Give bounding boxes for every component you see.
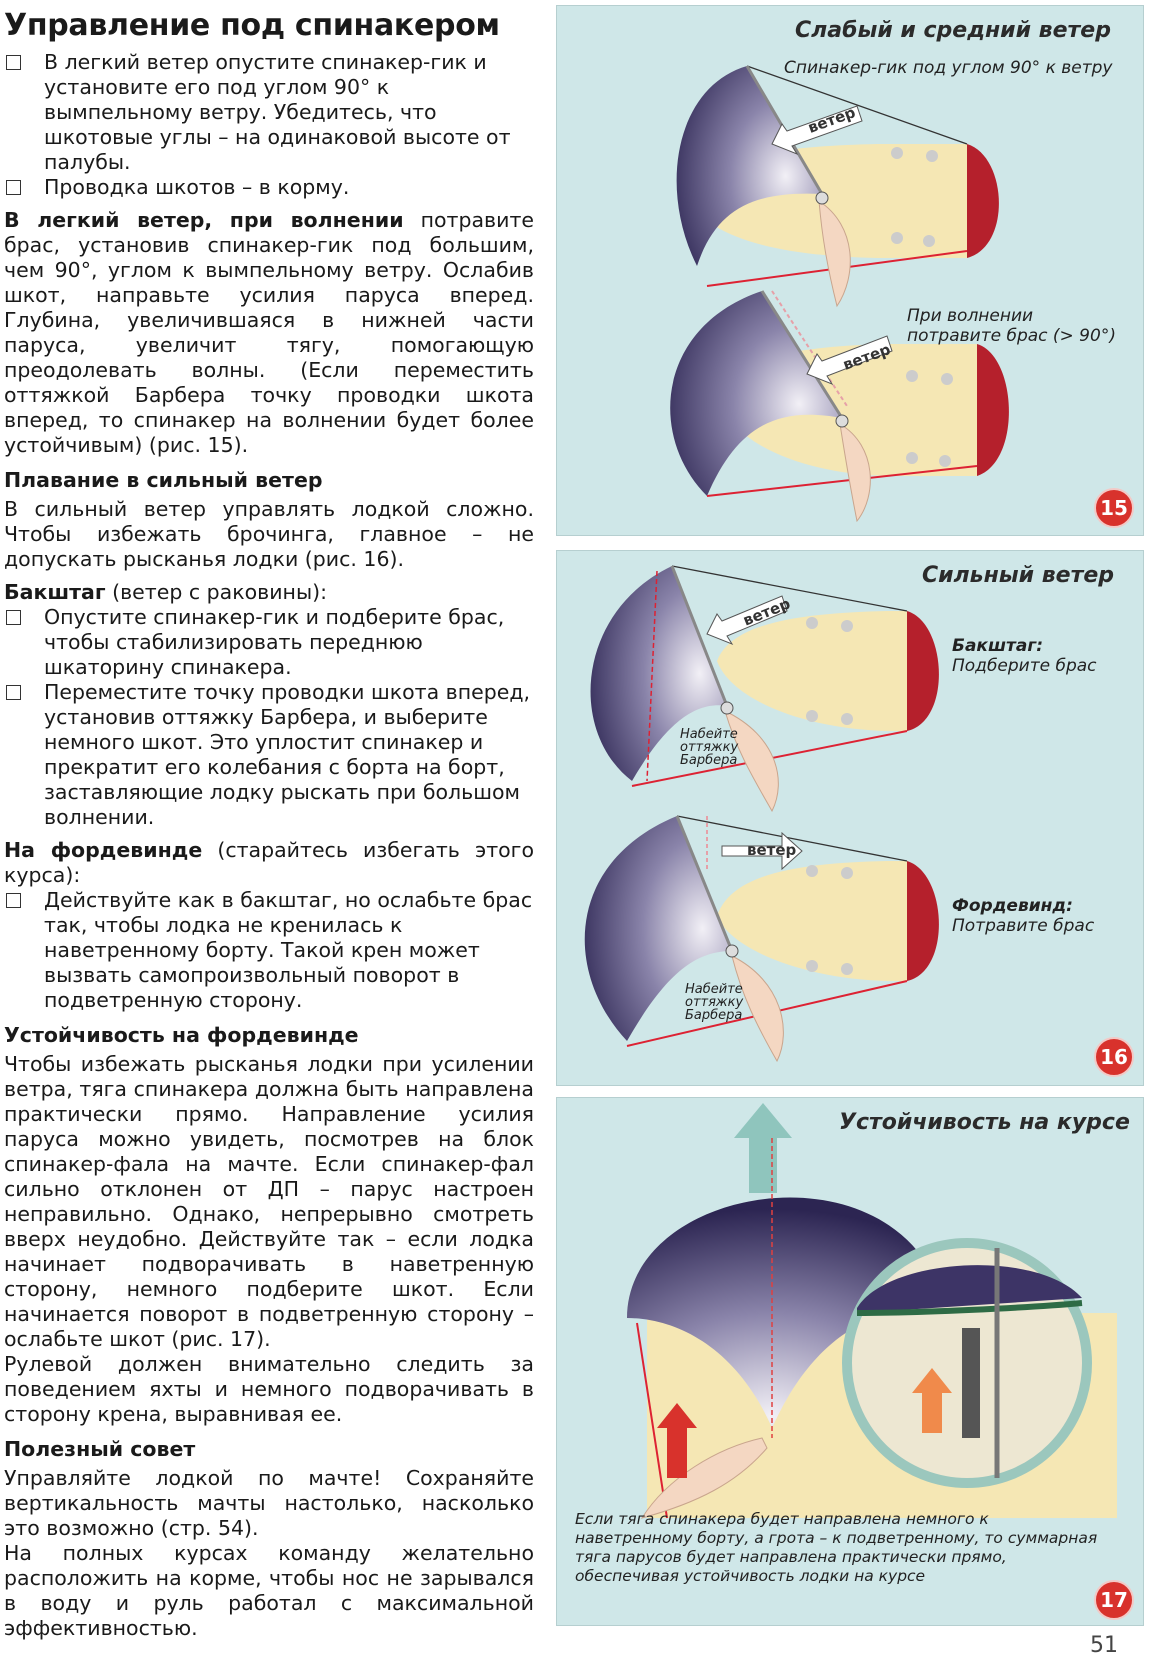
lead-phrase: На фордевинде — [4, 838, 203, 862]
thrust-arrow-red — [657, 1403, 697, 1478]
barber-label: Набейте оттяжку Барбера — [680, 728, 738, 767]
checkbox-icon[interactable] — [6, 893, 21, 908]
figure-15: Слабый и средний ветер Спинакер-гик под … — [556, 5, 1144, 536]
mainsail — [640, 1437, 768, 1519]
figure-number-badge: 16 — [1094, 1037, 1134, 1077]
checkbox-icon[interactable] — [6, 685, 21, 700]
checklist-text: Опустите спинакер-гик и подберите брас, … — [44, 605, 505, 679]
barber-label: Набейте оттяжку Барбера — [685, 983, 743, 1022]
figure-17: Устойчивость на курсе Если тяга спинакер… — [556, 1097, 1144, 1626]
lead-phrase: Бакштаг — [4, 580, 106, 604]
figure-note: потравите брас (> 90°) — [907, 326, 1116, 346]
section-heading: Устойчивость на фордевинде — [4, 1023, 359, 1047]
figure-note: Спинакер-гик под углом 90° к ветру — [784, 58, 1113, 78]
paragraph: Управляйте лодкой по мачте! Сохраняйте в… — [4, 1466, 534, 1540]
paragraph: На фордевинде (старайтесь избегать этого… — [4, 838, 534, 888]
paragraph: Рулевой должен внимательно следить за по… — [4, 1352, 534, 1426]
paragraph: В легкий ветер, при волнении потравите б… — [4, 208, 534, 458]
boat-top — [676, 65, 999, 308]
figure-title: Сильный ветер — [922, 563, 1115, 588]
checklist-text: Переместите точку проводки шкота вперед,… — [44, 680, 531, 829]
spinnaker — [627, 1197, 947, 1428]
boat-top — [590, 565, 939, 813]
wind-label: ветер — [747, 841, 797, 859]
figure-16-illustration — [584, 565, 939, 1063]
page-number: 51 — [1090, 1633, 1118, 1658]
checklist-item: Действуйте как в бакштаг, но ослабьте бр… — [4, 888, 534, 1013]
figure-number-badge: 15 — [1094, 488, 1134, 528]
article-column: Управление под спинакером В легкий ветер… — [4, 8, 534, 1641]
paragraph-text: потравите брас, установив спинакер-гик п… — [4, 208, 534, 457]
section-heading: Плавание в сильный ветер — [4, 468, 323, 492]
figure-note: Подберите брас — [952, 656, 1097, 676]
figure-16: Сильный ветер Бакштаг: Подберите брас Фо… — [556, 550, 1144, 1086]
figure-note-label: Бакштаг: — [952, 636, 1044, 656]
checklist-item: Переместите точку проводки шкота вперед,… — [4, 680, 534, 830]
checklist-text: Действуйте как в бакштаг, но ослабьте бр… — [44, 888, 533, 1012]
barber-label-line: оттяжку — [680, 740, 739, 755]
checkbox-icon[interactable] — [6, 610, 21, 625]
lead-phrase: В легкий ветер, при волнении — [4, 208, 404, 232]
detail-magnifier — [842, 1238, 1092, 1488]
course-arrow — [734, 1103, 792, 1193]
paragraph-text: (старайтесь избегать этого курса): — [4, 838, 534, 887]
checklist-item: В легкий ветер опустите спинакер-гик и у… — [4, 50, 534, 175]
figure-number-badge: 17 — [1094, 1580, 1134, 1620]
checkbox-icon[interactable] — [6, 55, 21, 70]
checklist-text: Проводка шкотов – в корму. — [44, 175, 350, 199]
figure-note: Потравите брас — [952, 916, 1095, 936]
paragraph: Чтобы избежать рысканья лодки при усилен… — [4, 1052, 534, 1351]
boat-bottom — [584, 815, 939, 1063]
figure-title: Слабый и средний ветер — [795, 18, 1111, 43]
barber-label-line: Барбера — [680, 753, 738, 768]
paragraph-text: (ветер с раковины): — [105, 580, 328, 604]
section-heading: Полезный совет — [4, 1437, 196, 1461]
paragraph: Бакштаг (ветер с раковины): — [4, 580, 534, 605]
figure-note: При волнении — [907, 306, 1034, 326]
wind-arrow — [771, 105, 863, 156]
barber-label-line: Барбера — [685, 1008, 743, 1023]
barber-label-line: Набейте — [680, 727, 738, 742]
checklist-text: В легкий ветер опустите спинакер-гик и у… — [44, 50, 511, 174]
paragraph: На полных курсах команду желательно расп… — [4, 1541, 534, 1640]
checklist-item: Опустите спинакер-гик и подберите брас, … — [4, 605, 534, 680]
page-title: Управление под спинакером — [4, 8, 500, 43]
figure-note-label: Фордевинд: — [952, 896, 1073, 916]
figure-15-illustration — [670, 65, 1009, 523]
figure-title: Устойчивость на курсе — [839, 1110, 1130, 1135]
barber-label-line: Набейте — [685, 982, 743, 997]
paragraph: В сильный ветер управлять лодкой сложно.… — [4, 497, 534, 571]
figure-17-illustration — [627, 1103, 1117, 1519]
figure-caption: Если тяга спинакера будет направлена нем… — [575, 1510, 1098, 1585]
checklist-item: Проводка шкотов – в корму. — [4, 175, 534, 200]
barber-label-line: оттяжку — [685, 995, 744, 1010]
boat-bottom — [670, 290, 1009, 523]
checkbox-icon[interactable] — [6, 180, 21, 195]
